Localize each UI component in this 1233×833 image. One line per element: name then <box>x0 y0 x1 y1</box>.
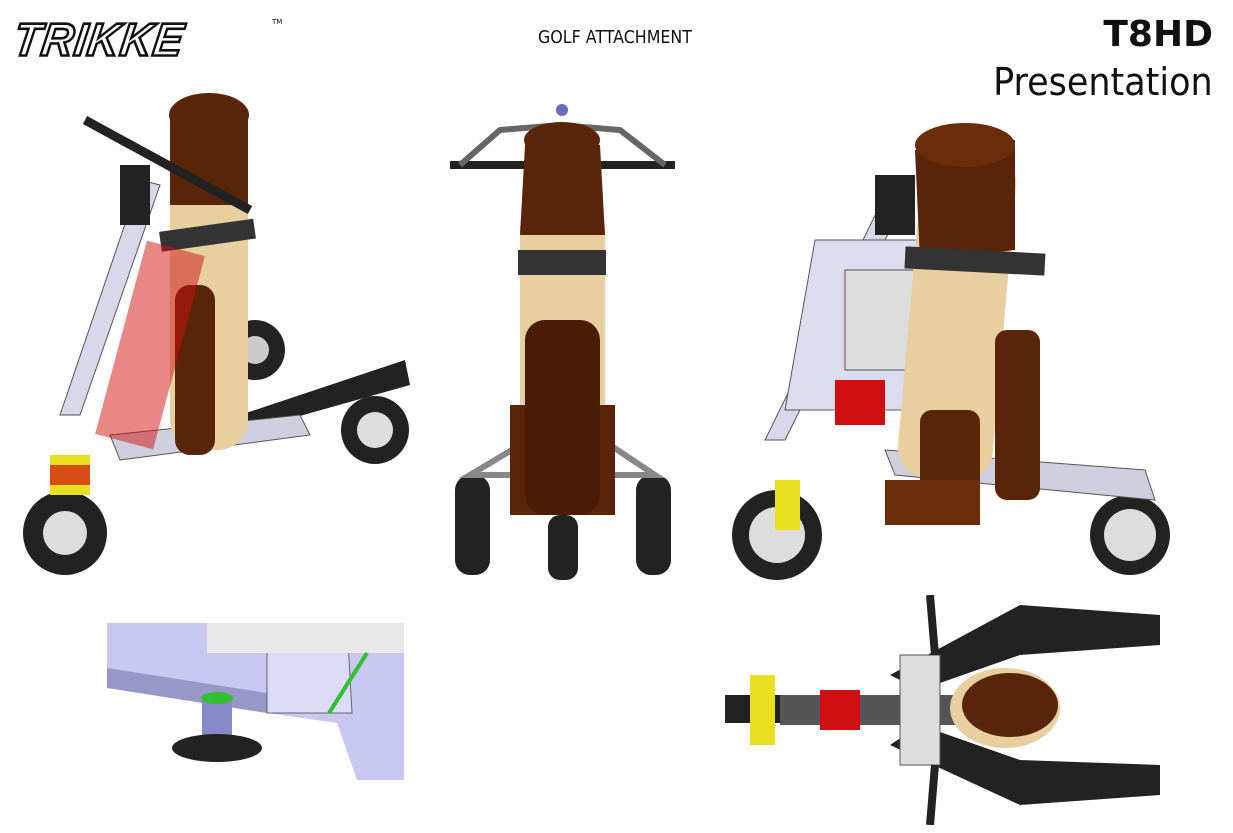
presentation-title: Presentation <box>993 60 1213 104</box>
side-view <box>732 123 1170 580</box>
model-title: T8HD <box>1103 14 1213 55</box>
front-view <box>450 104 675 580</box>
page-subtitle: GOLF ATTACHMENT <box>538 27 692 48</box>
logo-text: TRIKKE <box>9 13 189 67</box>
trademark-mark: TM <box>272 18 283 26</box>
top-view <box>725 595 1160 825</box>
left-perspective-view <box>23 93 410 575</box>
detail-view-knob <box>107 623 404 780</box>
trikke-logo: TRIKKE TM <box>9 13 283 67</box>
